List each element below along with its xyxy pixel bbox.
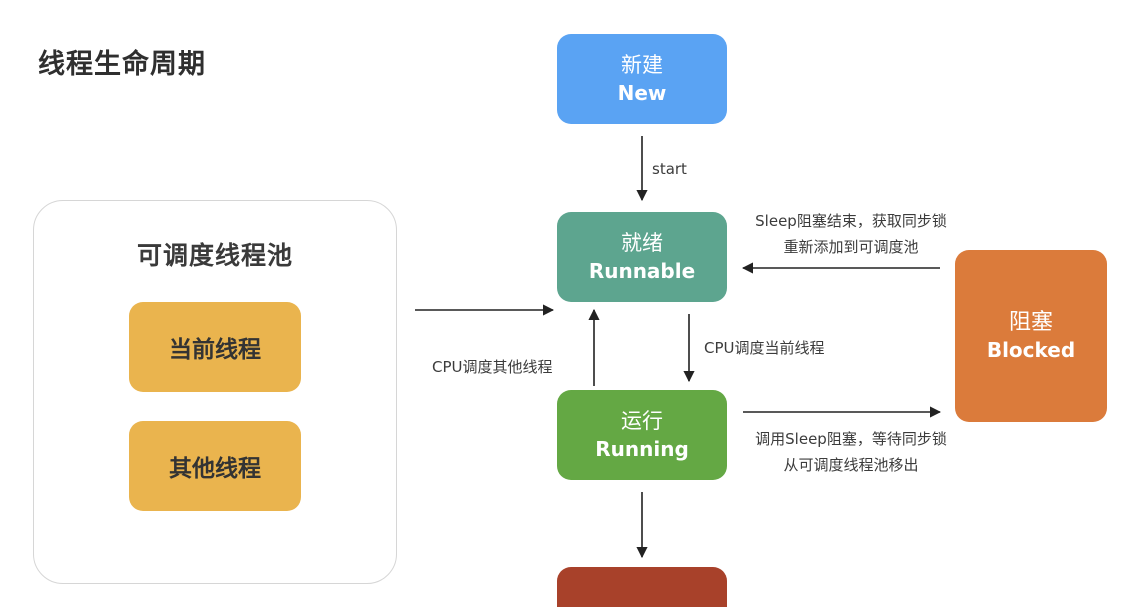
transition-arrows	[415, 136, 942, 559]
state-new: 新建 New	[557, 34, 727, 124]
state-runnable-en: Runnable	[588, 258, 696, 283]
label-running-to-blocked-line2: 从可调度线程池移出	[783, 456, 919, 474]
state-runnable-zh: 就绪	[621, 231, 663, 256]
label-running-to-blocked-line1: 调用Sleep阻塞，等待同步锁	[755, 430, 947, 448]
pool-title: 可调度线程池	[136, 241, 293, 270]
state-blocked: 阻塞 Blocked	[955, 250, 1107, 422]
schedulable-thread-pool: 可调度线程池 当前线程 其他线程	[33, 200, 397, 584]
current-thread-box: 当前线程	[129, 302, 301, 392]
label-blocked-to-runnable: Sleep阻塞结束，获取同步锁 重新添加到可调度池	[737, 208, 965, 260]
other-thread-box: 其他线程	[129, 421, 301, 511]
label-blocked-to-runnable-line1: Sleep阻塞结束，获取同步锁	[755, 212, 947, 230]
state-running-zh: 运行	[621, 409, 663, 434]
state-new-zh: 新建	[621, 53, 663, 78]
label-cpu-current: CPU调度当前线程	[704, 339, 825, 357]
state-blocked-en: Blocked	[986, 338, 1076, 363]
label-blocked-to-runnable-line2: 重新添加到可调度池	[783, 238, 919, 256]
state-running-en: Running	[595, 436, 689, 461]
label-cpu-other: CPU调度其他线程	[432, 358, 553, 376]
state-new-en: New	[617, 80, 667, 105]
state-runnable: 就绪 Runnable	[557, 212, 727, 302]
state-running: 运行 Running	[557, 390, 727, 480]
label-running-to-blocked: 调用Sleep阻塞，等待同步锁 从可调度线程池移出	[737, 426, 965, 478]
state-blocked-zh: 阻塞	[1008, 309, 1053, 335]
diagram-title: 线程生命周期	[38, 49, 206, 80]
label-start: start	[652, 160, 687, 178]
